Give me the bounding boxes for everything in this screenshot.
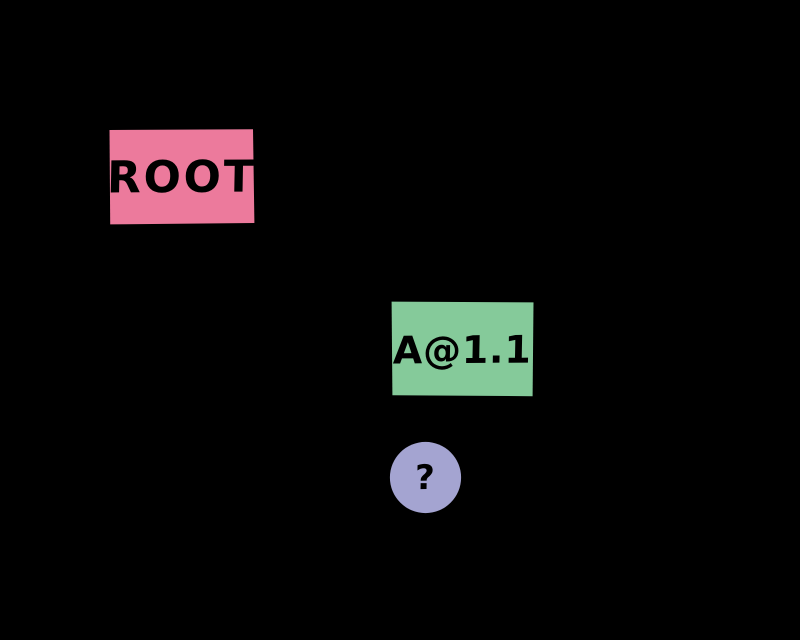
node-root-shape — [109, 129, 255, 225]
node-root[interactable]: ROOT — [106, 128, 257, 226]
node-unresolved-label: ? — [414, 457, 437, 499]
node-a11[interactable]: A@1.1 — [390, 300, 535, 398]
node-a11-shape — [391, 301, 534, 397]
node-unresolved-shape — [389, 441, 462, 514]
node-a11-label: A@1.1 — [392, 327, 533, 372]
node-root-label: ROOT — [106, 151, 257, 204]
node-unresolved[interactable]: ? — [389, 441, 462, 514]
